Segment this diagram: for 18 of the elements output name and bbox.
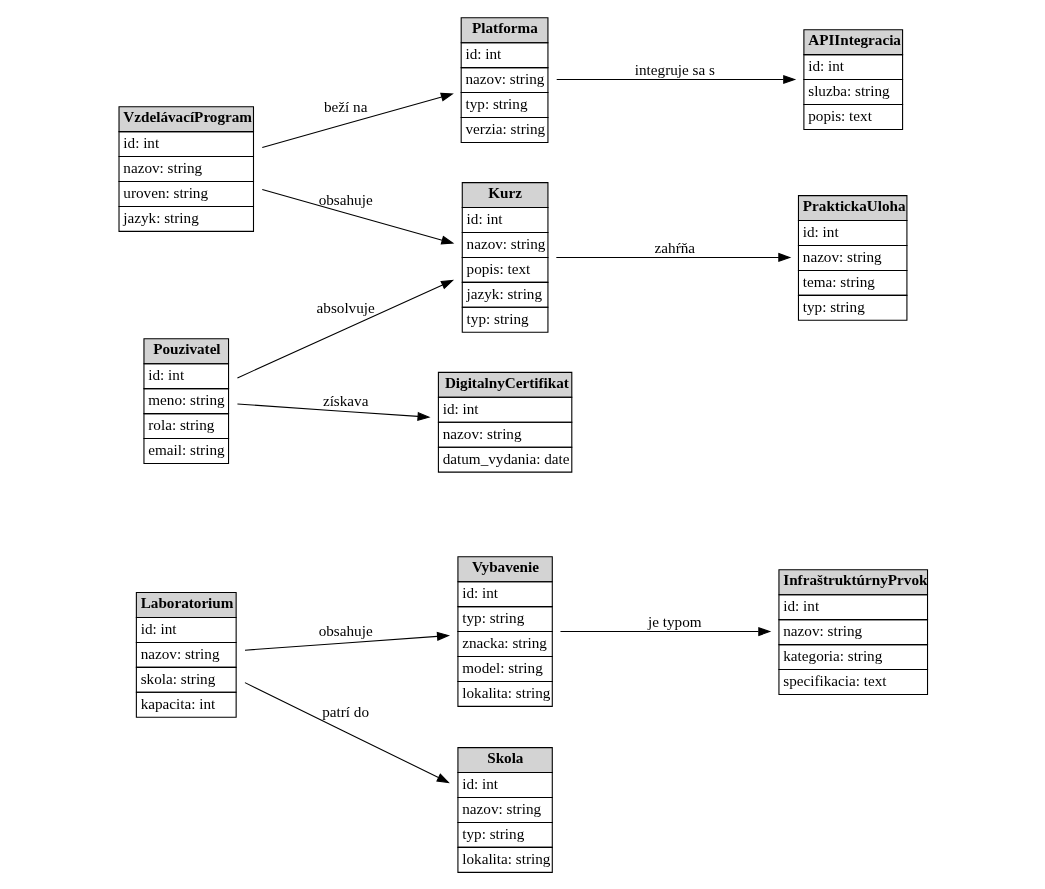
edge-label: absolvuje xyxy=(316,298,375,316)
edge-label: získava xyxy=(322,392,368,410)
arrow xyxy=(236,403,431,421)
arrow xyxy=(243,682,450,784)
arrow xyxy=(261,92,454,148)
arrow xyxy=(559,627,771,637)
edge-label: patrí do xyxy=(321,703,369,721)
arrow xyxy=(261,189,454,245)
arrow xyxy=(236,279,454,379)
edge-label: beží na xyxy=(323,98,367,116)
edge-label: zahŕňa xyxy=(654,239,695,257)
arrow xyxy=(243,631,450,651)
arrow xyxy=(555,252,791,262)
edge-label: integruje sa s xyxy=(634,61,715,79)
arrow xyxy=(555,75,796,85)
edge-label: je typom xyxy=(647,613,702,631)
edge-label: obsahuje xyxy=(318,190,373,208)
edge-label: obsahuje xyxy=(318,622,373,640)
